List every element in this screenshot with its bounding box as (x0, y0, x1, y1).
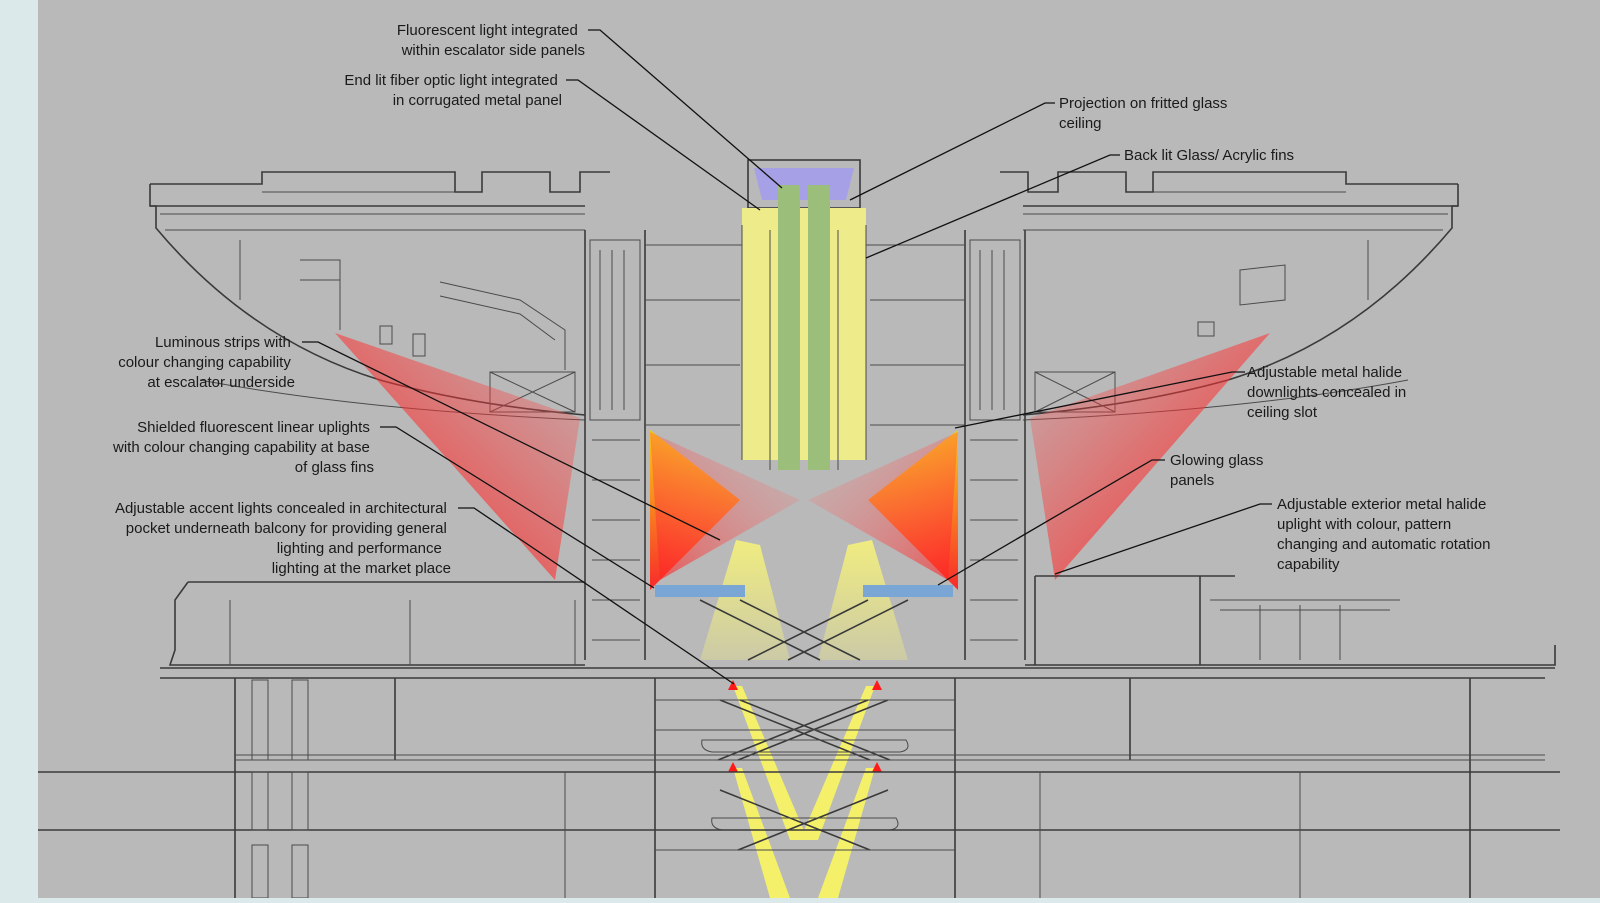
glowing-glass-core (742, 208, 866, 460)
atrium-light-effects (335, 168, 1270, 898)
annotation-accent-lights-line-1: Adjustable accent lights concealed in ar… (115, 500, 447, 517)
right-accent-beam (818, 540, 908, 660)
section-diagram: Fluorescent light integrated within esca… (38, 0, 1600, 899)
left-downlight-cone (335, 333, 580, 580)
annotation-fiber-optic-line-2: in corrugated metal panel (393, 92, 562, 109)
left-red-beam (650, 432, 800, 580)
annotation-accent-lights-line-3: lighting and performance (277, 540, 442, 557)
annotation-fluorescent-escalator-line-1: Fluorescent light integrated (397, 22, 578, 39)
right-red-beam (808, 432, 958, 580)
svg-text:Projection on fritted glass: Projection on fritted glass ceiling (1059, 95, 1232, 132)
svg-text:Fluorescent light integrated: Fluorescent light integrated within esca… (397, 22, 585, 59)
upper-bowl-structure (149, 171, 1459, 421)
annotation-luminous-strips-line-1: Luminous strips with (155, 334, 291, 351)
annotation-fluorescent-escalator-line-2: within escalator side panels (401, 42, 585, 59)
annotation-exterior-uplight-line-1: Adjustable exterior metal halide (1277, 496, 1486, 513)
green-fin-left (778, 185, 800, 470)
annotation-backlit-fins-line-1: Back lit Glass/ Acrylic fins (1124, 147, 1294, 164)
annotation-glowing-glass-line-2: panels (1170, 472, 1214, 489)
lower-beam-1 (733, 686, 808, 840)
central-core (584, 159, 1026, 660)
svg-text:End lit fiber optic light inte: End lit fiber optic light integrated in … (344, 72, 562, 109)
green-fin-right (808, 185, 830, 470)
lower-beam-2 (800, 686, 875, 840)
annotation-exterior-uplight-line-2: uplight with colour, pattern (1277, 516, 1451, 533)
svg-text:Adjustable metal halide: Adjustable metal halide downlights conce… (1247, 364, 1410, 421)
left-margin-strip (0, 0, 38, 898)
right-luminous-strip (863, 585, 953, 597)
svg-text:Back lit Glass/ Acrylic fins: Back lit Glass/ Acrylic fins (1124, 147, 1294, 164)
annotation-exterior-uplight-line-3: changing and automatic rotation (1277, 536, 1490, 553)
section-drawing: Fluorescent light integrated within esca… (38, 22, 1560, 899)
annotations: Fluorescent light integrated within esca… (112, 22, 1495, 577)
annotation-projection-ceiling-line-2: ceiling (1059, 115, 1102, 132)
annotation-accent-lights-line-2: pocket underneath balcony for providing … (126, 520, 447, 537)
right-downlight-cone (1030, 333, 1270, 580)
annotation-exterior-uplight-line-4: capability (1277, 556, 1340, 573)
left-luminous-strip (655, 585, 745, 597)
annotation-projection-ceiling-line-1: Projection on fritted glass (1059, 95, 1227, 112)
lower-floors (38, 575, 1560, 899)
svg-text:Adjustable exterior metal hali: Adjustable exterior metal halide uplight… (1277, 496, 1495, 573)
annotation-glowing-glass-line-1: Glowing glass (1170, 452, 1263, 469)
svg-text:Luminous strips with: Luminous strips with colour changing cap… (118, 334, 295, 391)
annotation-shielded-uplights-line-1: Shielded fluorescent linear uplights (137, 419, 370, 436)
svg-text:Glowing glass panels: Glowing glass panels (1170, 452, 1268, 489)
annotation-shielded-uplights-line-2: with colour changing capability at base (112, 439, 370, 456)
annotation-fiber-optic-line-1: End lit fiber optic light integrated (344, 72, 557, 89)
left-accent-beam (700, 540, 790, 660)
annotation-downlights-line-3: ceiling slot (1247, 404, 1318, 421)
annotation-luminous-strips-line-3: at escalator underside (147, 374, 295, 391)
fritted-glass-ceiling-glow (754, 168, 854, 200)
annotation-accent-lights-line-4: lighting at the market place (272, 560, 451, 577)
svg-text:Shielded fluorescent linear up: Shielded fluorescent linear uplights wit… (112, 419, 374, 476)
annotation-downlights-line-2: downlights concealed in (1247, 384, 1406, 401)
annotation-luminous-strips-line-2: colour changing capability (118, 354, 291, 371)
leader-lines (302, 29, 1272, 685)
annotation-downlights-line-1: Adjustable metal halide (1247, 364, 1402, 381)
svg-text:Adjustable accent lights conce: Adjustable accent lights concealed in ar… (115, 500, 451, 577)
annotation-shielded-uplights-line-3: of glass fins (295, 459, 374, 476)
